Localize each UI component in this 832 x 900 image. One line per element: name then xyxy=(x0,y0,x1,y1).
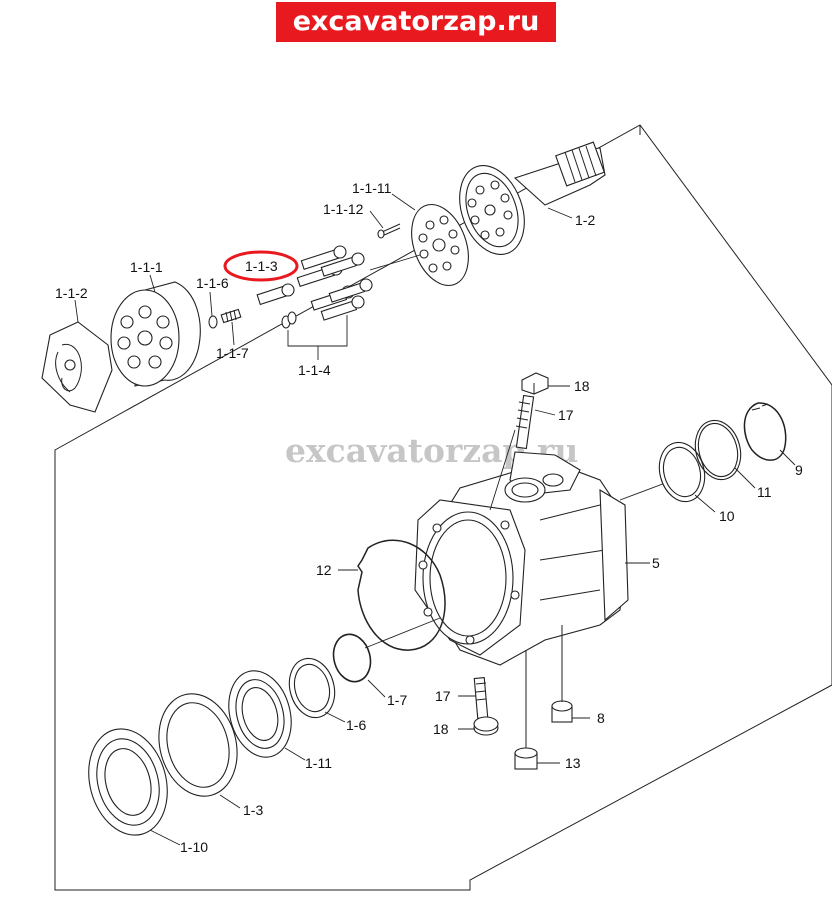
label-11[interactable]: 11 xyxy=(757,484,772,500)
label-1-7[interactable]: 1-7 xyxy=(387,692,407,708)
label-1-11[interactable]: 1-11 xyxy=(305,755,332,771)
stud-top xyxy=(515,394,535,450)
label-1-2[interactable]: 1-2 xyxy=(575,212,595,228)
label-1-1-3[interactable]: 1-1-3 xyxy=(245,258,278,274)
assembly-frame xyxy=(54,124,832,891)
cylinder-block xyxy=(110,281,201,387)
snap-ring xyxy=(743,402,787,461)
spring xyxy=(220,308,242,324)
label-1-1-4[interactable]: 1-1-4 xyxy=(298,362,331,378)
label-1-6[interactable]: 1-6 xyxy=(346,717,366,733)
label-1-1-11[interactable]: 1-1-11 xyxy=(352,180,392,196)
site-banner[interactable]: excavatorzap.ru xyxy=(276,2,556,42)
o-ring xyxy=(357,539,446,651)
spacer xyxy=(288,657,336,719)
piston-set xyxy=(281,245,373,360)
drain-plug xyxy=(551,625,573,723)
label-1-1-7[interactable]: 1-1-7 xyxy=(216,345,249,361)
label-5[interactable]: 5 xyxy=(652,555,660,571)
plug xyxy=(514,650,538,770)
seal-ring xyxy=(658,441,706,503)
plug-lower xyxy=(473,716,499,736)
plug-top xyxy=(521,372,549,395)
stud-lower xyxy=(473,677,489,719)
taper-bearing xyxy=(88,728,168,836)
label-18-lower[interactable]: 18 xyxy=(433,721,449,737)
label-1-1-2[interactable]: 1-1-2 xyxy=(55,285,88,301)
washer xyxy=(208,315,218,329)
highlight-ring xyxy=(223,250,299,282)
oil-seal xyxy=(158,693,238,797)
screw xyxy=(377,223,401,239)
spacer-ring xyxy=(694,419,742,481)
label-8[interactable]: 8 xyxy=(597,710,605,726)
label-17-top[interactable]: 17 xyxy=(558,407,574,423)
drive-shaft xyxy=(459,141,606,255)
label-1-1-12[interactable]: 1-1-12 xyxy=(323,201,364,217)
label-1-10[interactable]: 1-10 xyxy=(180,839,208,855)
label-9[interactable]: 9 xyxy=(795,462,803,478)
label-1-1-1[interactable]: 1-1-1 xyxy=(130,259,163,275)
snap-ring-lower xyxy=(332,633,372,683)
label-17-lower[interactable]: 17 xyxy=(435,688,451,704)
valve-plate xyxy=(41,321,113,413)
retainer-plate xyxy=(411,203,469,287)
label-18-top[interactable]: 18 xyxy=(574,378,590,394)
leader-lines xyxy=(74,193,796,846)
label-1-1-6[interactable]: 1-1-6 xyxy=(196,275,229,291)
motor-housing xyxy=(414,451,701,666)
roller-bearing xyxy=(228,670,292,758)
label-10[interactable]: 10 xyxy=(719,508,735,524)
label-12[interactable]: 12 xyxy=(316,562,332,578)
center-pin xyxy=(256,283,295,306)
label-1-3[interactable]: 1-3 xyxy=(243,802,263,818)
label-13[interactable]: 13 xyxy=(565,755,581,771)
